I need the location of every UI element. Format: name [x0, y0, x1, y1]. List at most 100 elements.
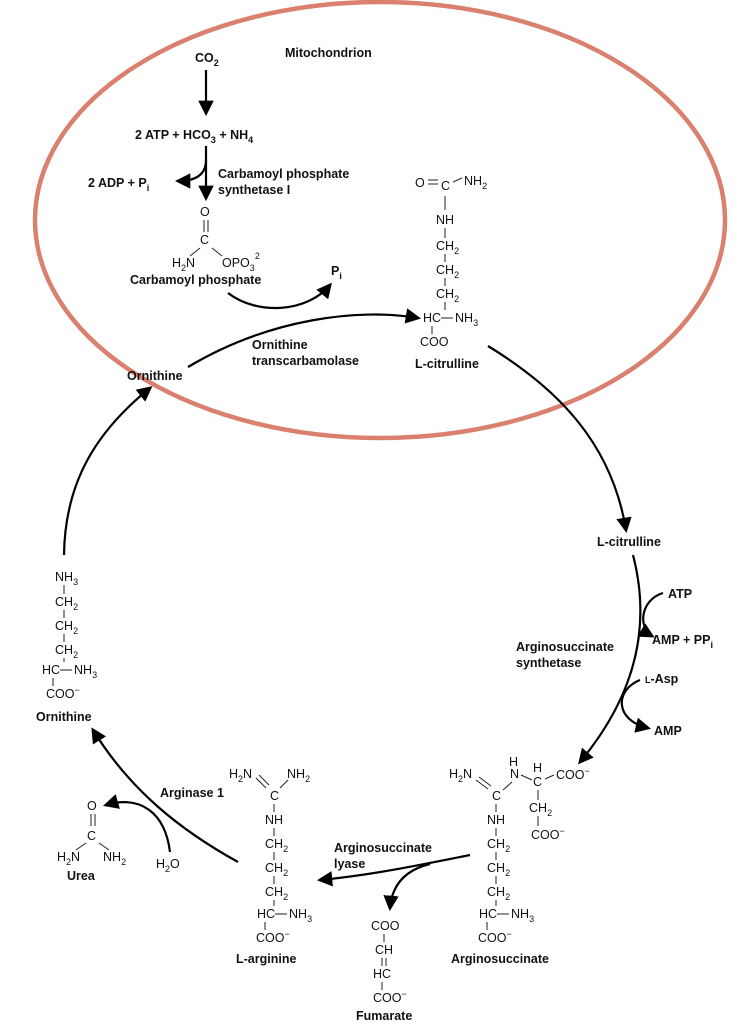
svg-text:C: C [441, 179, 450, 193]
svg-text:C: C [270, 789, 279, 803]
asl-enzyme-line2: lyase [334, 857, 365, 871]
svg-text:HC: HC [479, 907, 497, 921]
ornithine-import-arrow [62, 386, 153, 556]
svg-text:COO−: COO− [373, 989, 407, 1005]
argininosuccinate-structure: H2N C N H C H COO− CH2 COO− NH CH2 CH2 C… [449, 755, 590, 945]
svg-text:HC: HC [42, 663, 60, 677]
svg-text:H2N: H2N [449, 767, 472, 784]
svg-text:CH2: CH2 [55, 595, 78, 612]
svg-text:CH2: CH2 [529, 801, 552, 818]
otc-main-arrow [187, 308, 422, 368]
arginase-main-arrow [91, 727, 239, 863]
svg-text:COO−: COO− [256, 929, 290, 945]
svg-text:COO: COO [371, 919, 400, 933]
svg-text:NH: NH [487, 813, 505, 827]
svg-text:O: O [200, 205, 210, 219]
l-citrulline-label-mito: L-citrulline [415, 357, 479, 371]
mitochondrion-label: Mitochondrion [285, 46, 372, 60]
ornithine-label-cyto: Ornithine [36, 710, 92, 724]
svg-text:C: C [533, 775, 542, 789]
svg-text:COO−: COO− [478, 929, 512, 945]
svg-text:NH3: NH3 [74, 663, 97, 680]
svg-text:CH2: CH2 [436, 239, 459, 256]
svg-text:H2N: H2N [229, 767, 252, 784]
svg-text:NH: NH [436, 213, 454, 227]
svg-text:C: C [492, 789, 501, 803]
svg-text:HC: HC [423, 311, 441, 325]
co2-label: CO2 [195, 51, 219, 68]
svg-text:NH3: NH3 [511, 907, 534, 924]
svg-text:COO−: COO− [46, 685, 80, 701]
atp-label: ATP [668, 587, 692, 601]
ass-enzyme-line1: Arginosuccinate [516, 640, 614, 654]
mitochondrion-membrane [32, 0, 728, 441]
svg-text:CH2: CH2 [265, 861, 288, 878]
water-label: H2O [156, 857, 180, 874]
otc-enzyme-line1: Ornithine [252, 338, 308, 352]
svg-text:COO−: COO− [556, 766, 590, 782]
arginase-enzyme-label: Arginase 1 [160, 786, 224, 800]
svg-text:HC: HC [257, 907, 275, 921]
urea-structure: O C H2N NH2 [57, 799, 126, 867]
asp-input-arrow [620, 678, 651, 733]
svg-text:CH: CH [375, 943, 393, 957]
asl-main-arrow [316, 853, 471, 887]
svg-text:H: H [509, 755, 518, 769]
urea-branch-arrow [103, 794, 172, 853]
svg-text:CH2: CH2 [265, 885, 288, 902]
svg-text:N: N [510, 767, 519, 781]
svg-text:C: C [200, 233, 209, 247]
svg-text:HC: HC [373, 967, 391, 981]
atp-input-arrow [637, 591, 664, 638]
l-citrulline-label-cyto: L-citrulline [597, 535, 661, 549]
svg-text:H2N: H2N [172, 256, 195, 273]
svg-text:H2N: H2N [57, 850, 80, 867]
cps-enzyme-line2: synthetase I [218, 183, 290, 197]
l-arginine-structure: H2N C NH2 NH CH2 CH2 CH2 HC NH3 COO− [229, 767, 312, 945]
svg-text:CH2: CH2 [55, 619, 78, 636]
step1-reactants: 2 ATP + HCO3 + NH4 [135, 128, 253, 145]
carbamoyl-phosphate-structure: O C H2N OPO32 [172, 205, 260, 273]
fumarate-structure: COO CH HC COO− [371, 919, 407, 1005]
svg-text:NH: NH [265, 813, 283, 827]
cps-enzyme-line1: Carbamoyl phosphate [218, 167, 349, 181]
l-citrulline-structure-mito: O C NH2 NH CH2 CH2 CH2 HC NH3 COO [415, 174, 487, 349]
asl-enzyme-line1: Arginosuccinate [334, 841, 432, 855]
argininosuccinate-label: Arginosuccinate [451, 952, 549, 966]
svg-text:NH2: NH2 [103, 850, 126, 867]
fumarate-branch-arrow [383, 862, 431, 912]
svg-text:COO: COO [420, 335, 449, 349]
svg-text:CH2: CH2 [436, 287, 459, 304]
svg-text:CH2: CH2 [436, 263, 459, 280]
l-arginine-label: L-arginine [236, 952, 296, 966]
citrulline-export-arrow [487, 345, 632, 534]
svg-text:C: C [87, 829, 96, 843]
carbamoyl-phosphate-label: Carbamoyl phosphate [130, 273, 261, 287]
svg-text:CH2: CH2 [487, 885, 510, 902]
svg-text:COO−: COO− [531, 826, 565, 842]
fumarate-label: Fumarate [356, 1009, 412, 1023]
ornithine-structure-cyto: NH3 CH2 CH2 CH2 HC NH3 COO− [42, 570, 97, 701]
svg-text:NH2: NH2 [287, 767, 310, 784]
ass-main-arrow [578, 554, 642, 765]
svg-text:NH2: NH2 [464, 174, 487, 191]
adp-branch-arrow [174, 159, 208, 189]
ass-enzyme-line2: synthetase [516, 656, 581, 670]
otc-pi-arrow [227, 282, 332, 310]
svg-text:O: O [87, 799, 97, 813]
svg-text:NH3: NH3 [55, 570, 78, 587]
svg-text:CH2: CH2 [55, 643, 78, 660]
svg-text:CH2: CH2 [265, 837, 288, 854]
svg-text:NH3: NH3 [289, 907, 312, 924]
svg-text:H: H [533, 761, 542, 775]
svg-text:CH2: CH2 [487, 837, 510, 854]
pi-product-label: Pi [331, 264, 342, 281]
adp-pi-label: 2 ADP + Pi [88, 176, 149, 193]
svg-text:OPO32: OPO32 [222, 251, 260, 273]
svg-text:O: O [415, 176, 425, 190]
amp-ppi-label: AMP + PPi [652, 633, 713, 650]
otc-enzyme-line2: transcarbamolase [252, 354, 359, 368]
urea-label: Urea [67, 869, 96, 883]
